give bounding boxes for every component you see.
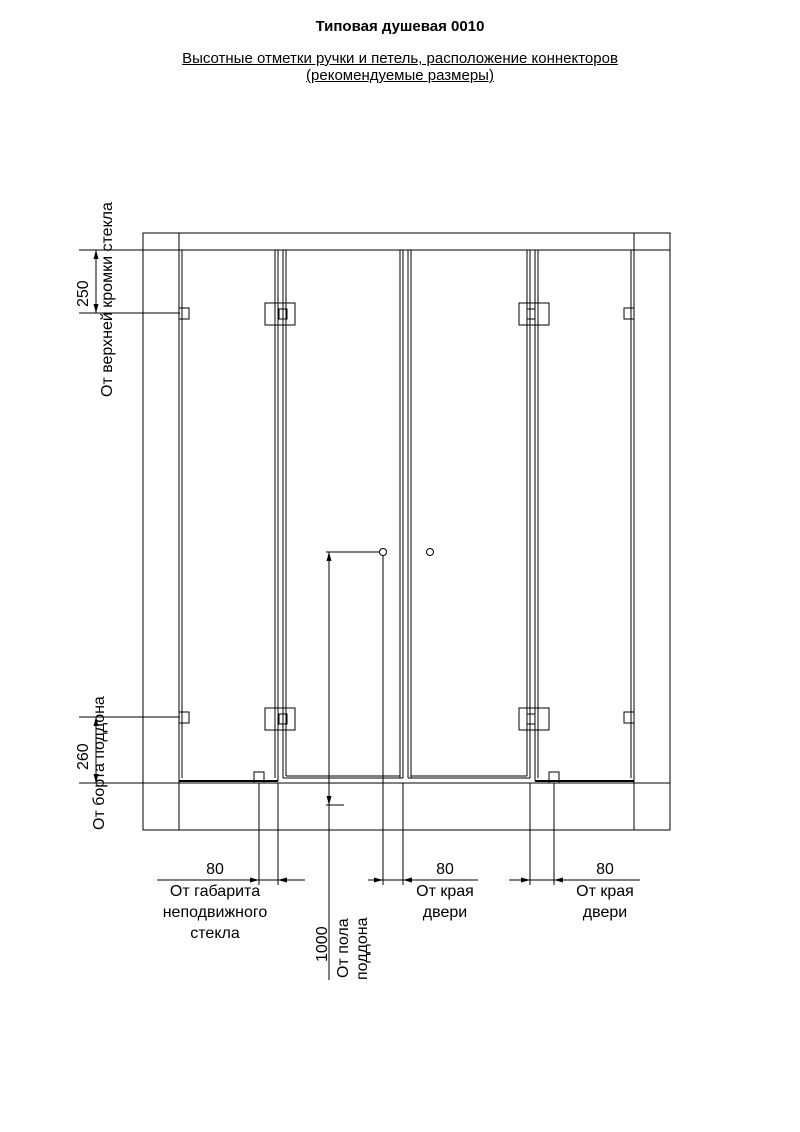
subtitle-line-1: Высотные отметки ручки и петель, располо… xyxy=(182,50,618,67)
drawing-subtitle: Высотные отметки ручки и петель, располо… xyxy=(0,50,800,84)
wall-connector-top-left xyxy=(178,307,190,320)
dimension-left-80 xyxy=(157,783,305,885)
outer-frame xyxy=(142,232,671,831)
dim-right-caption-2: двери xyxy=(582,904,628,921)
dim-handle-value: 1000 xyxy=(314,926,331,962)
wall-connector-bottom-right xyxy=(623,711,635,724)
dim-handle-caption-1: От пола xyxy=(335,918,352,978)
right-fixed-glass xyxy=(534,250,635,782)
dim-left-caption-1: От габарита xyxy=(169,883,261,900)
dim-mid-caption: От края двери xyxy=(405,881,485,923)
dim-left-caption-2: неподвижного xyxy=(162,904,268,921)
right-door-glass xyxy=(407,250,531,779)
dimension-bottom-260 xyxy=(79,716,180,784)
dimension-top-250 xyxy=(79,249,180,314)
dim-mid-caption-2: двери xyxy=(422,904,468,921)
dim-left-caption-3: стекла xyxy=(190,925,240,942)
dim-top-value: 250 xyxy=(75,280,92,307)
dimension-right-80 xyxy=(509,783,640,885)
hinge-top-right xyxy=(518,302,550,326)
handle-right xyxy=(426,548,434,556)
dim-bottom-caption: От борта поддона xyxy=(91,696,108,830)
left-fixed-glass xyxy=(178,250,279,782)
dim-left-caption: От габарита неподвижного стекла xyxy=(150,881,280,944)
hinge-top-left xyxy=(264,302,296,326)
dim-mid-value: 80 xyxy=(436,861,454,878)
dim-right-value: 80 xyxy=(596,861,614,878)
handle-left xyxy=(379,548,387,556)
left-door-glass xyxy=(282,250,404,779)
drawing-title: Типовая душевая 0010 xyxy=(315,18,485,35)
dim-handle-caption-2: поддона xyxy=(354,917,371,980)
hinge-bottom-right xyxy=(518,707,550,731)
dim-right-caption: От края двери xyxy=(565,881,645,923)
dim-right-caption-1: От края xyxy=(576,883,634,900)
dimension-mid-80 xyxy=(368,556,478,885)
dim-left-value: 80 xyxy=(206,861,224,878)
hinge-bottom-left xyxy=(264,707,296,731)
subtitle-line-2: (рекомендуемые размеры) xyxy=(306,67,494,84)
wall-connector-bottom-left xyxy=(178,711,190,724)
dim-top-caption: От верхней кромки стекла xyxy=(99,202,116,397)
dimension-handle-1000 xyxy=(326,551,380,980)
wall-connector-top-right xyxy=(623,307,635,320)
dim-mid-caption-1: От края xyxy=(416,883,474,900)
